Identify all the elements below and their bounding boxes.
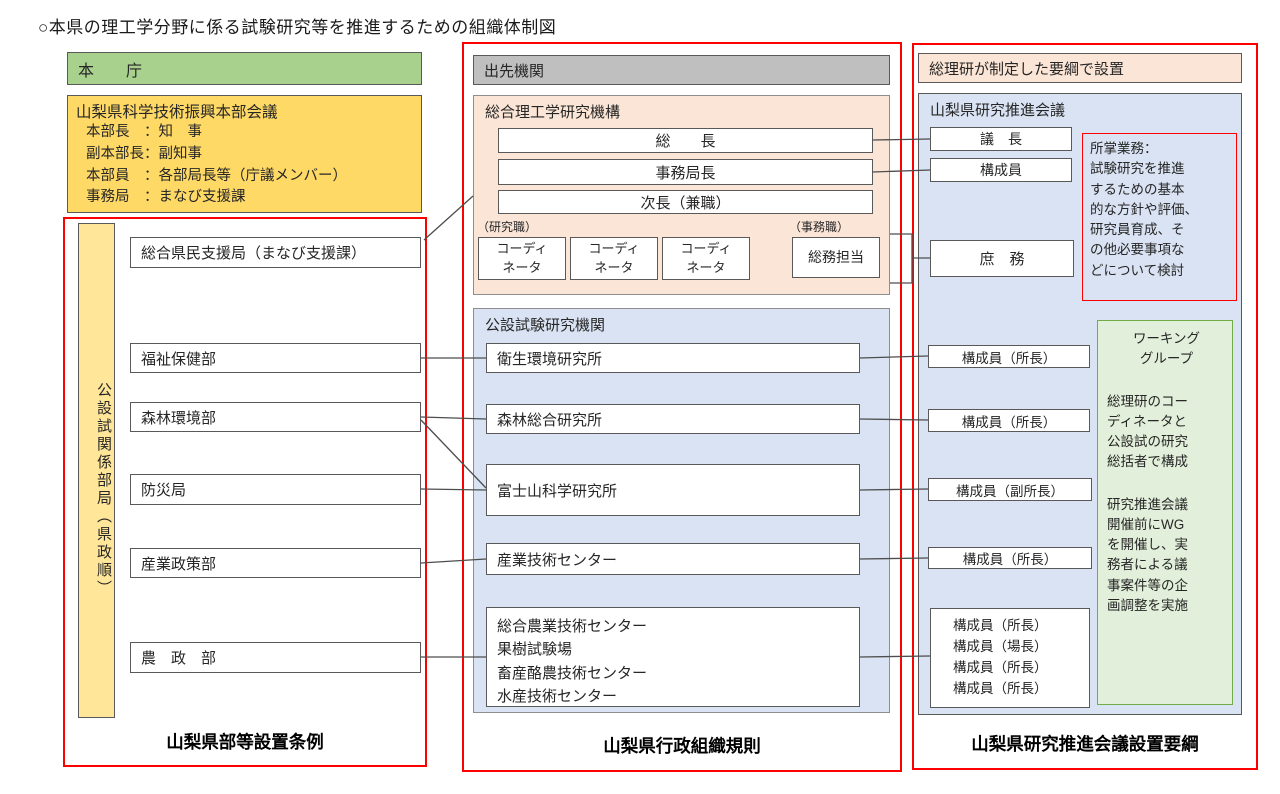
position-socho: 総 長	[498, 128, 873, 153]
coordinator-box: コーディ ネータ	[570, 237, 658, 280]
science-council-box: 山梨県科学技術振興本部会議 本部長 ：知 事 副本部長：副知事 本部員 ：各部局…	[67, 95, 422, 213]
position-jicho: 次長（兼職）	[498, 190, 873, 214]
kosetsushi-sidebar: 公設試関係部局（県政順）	[78, 223, 115, 718]
desaki-header: 出先機関	[473, 55, 890, 85]
council-line: 副本部長：副知事	[86, 144, 413, 166]
dept-sogokenmin: 総合県民支援局（まなび支援課）	[130, 237, 421, 268]
member-shocho-1: 構成員（所長）	[928, 345, 1090, 368]
member-box: 構成員	[930, 158, 1072, 182]
yoko-setchi-header: 総理研が制定した要綱で設置	[918, 53, 1242, 83]
page-title: ○本県の理工学分野に係る試験研究等を推進するための組織体制図	[38, 13, 556, 38]
coordinator-box: コーディ ネータ	[662, 237, 750, 280]
member-shocho-2: 構成員（所長）	[928, 409, 1090, 432]
dept-sangyoseisaku: 産業政策部	[130, 548, 421, 578]
council-line: 本部員 ：各部局長等（庁議メンバー）	[86, 166, 413, 188]
research-role-label: （研究職）	[477, 218, 537, 235]
science-council-title: 山梨県科学技術振興本部会議	[76, 100, 413, 122]
lab-sangyogijutsu: 産業技術センター	[486, 543, 860, 575]
left-footer-label: 山梨県部等設置条例	[63, 729, 427, 754]
member-fukushocho: 構成員（副所長）	[928, 478, 1092, 501]
lab-agriculture-group: 総合農業技術センター 果樹試験場 畜産酪農技術センター 水産技術センター	[486, 607, 860, 707]
admin-role-label: （事務職）	[789, 218, 849, 235]
lab-fujisan: 富士山科学研究所	[486, 464, 860, 516]
rikogaku-institute-title: 総合理工学研究機構	[485, 101, 620, 122]
research-council-title: 山梨県研究推進会議	[930, 99, 1065, 120]
working-group-activity: 研究推進会議 開催前にWG を開催し、実 務者による議 事案件等の企 画調整を実…	[1107, 495, 1226, 617]
working-group-box: ワーキング グループ 総理研のコー ディネータと 公設試の研究 総括者で構成 研…	[1097, 320, 1233, 705]
middle-footer-label: 山梨県行政組織規則	[462, 733, 902, 758]
working-group-composition: 総理研のコー ディネータと 公設試の研究 総括者で構成	[1107, 392, 1226, 473]
coordinator-box: コーディ ネータ	[478, 237, 566, 280]
chair-box: 議 長	[930, 127, 1072, 151]
member-agriculture-group: 構成員（所長） 構成員（場長） 構成員（所長） 構成員（所長）	[930, 608, 1090, 708]
position-jimukyokucho: 事務局長	[498, 159, 873, 185]
lab-eiseikankyo: 衛生環境研究所	[486, 343, 860, 373]
working-group-title: ワーキング グループ	[1107, 329, 1226, 370]
council-line: 本部長 ：知 事	[86, 122, 413, 144]
public-labs-title: 公設試験研究機関	[485, 314, 605, 335]
honcho-header: 本 庁	[67, 52, 422, 85]
council-line: 事務局 ：まなび支援課	[86, 187, 413, 209]
member-shocho-3: 構成員（所長）	[928, 547, 1092, 569]
duties-note-box: 所掌業務： 試験研究を推進 するための基本 的な方針や評価、 研究員育成、そ の…	[1082, 133, 1237, 301]
dept-fukushihoken: 福祉保健部	[130, 343, 421, 373]
lab-shinrinsogo: 森林総合研究所	[486, 404, 860, 434]
dept-nosei: 農 政 部	[130, 642, 421, 673]
dept-shinrinkankyo: 森林環境部	[130, 402, 421, 432]
dept-bosaikyoku: 防災局	[130, 474, 421, 505]
shomu-box: 庶 務	[930, 240, 1074, 277]
somu-tanto-box: 総務担当	[792, 237, 880, 278]
right-footer-label: 山梨県研究推進会議設置要綱	[912, 731, 1258, 756]
